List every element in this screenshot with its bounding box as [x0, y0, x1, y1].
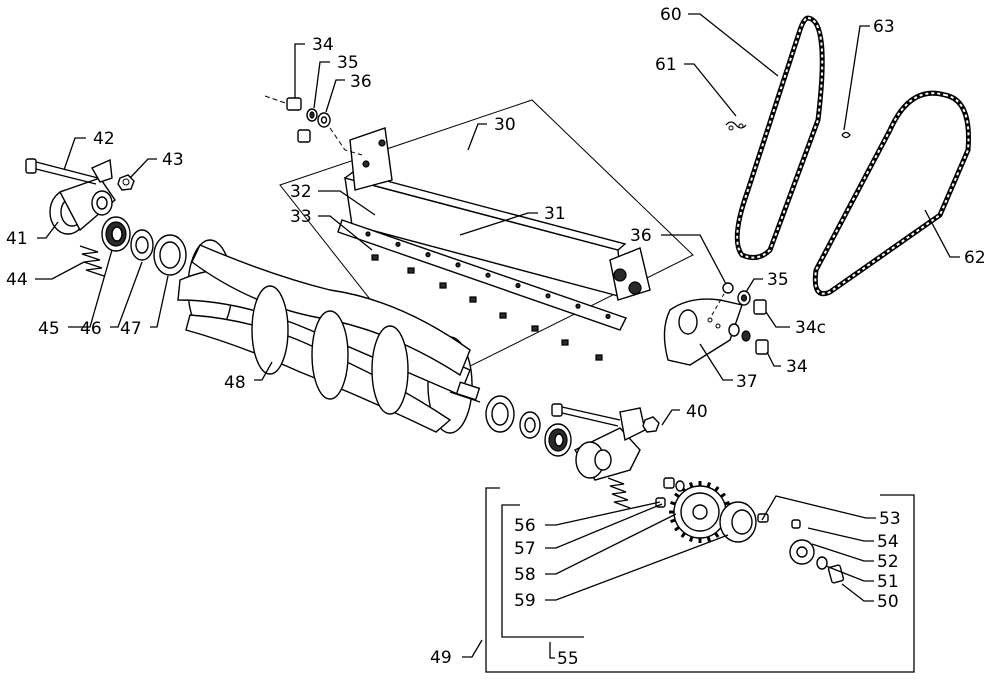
label-35-right: 35	[767, 270, 789, 290]
small-sprocket-52	[789, 519, 845, 584]
right-bearing-housing	[551, 403, 660, 481]
washer-46	[130, 229, 154, 261]
label-49: 49	[430, 648, 452, 668]
label-32: 32	[290, 182, 312, 202]
label-59: 59	[514, 591, 536, 611]
label-34c: 34c	[795, 318, 826, 338]
bedknife-bar	[343, 127, 651, 301]
label-36-top: 36	[350, 72, 372, 92]
sprocket-tooth	[706, 482, 712, 488]
label-34-right: 34	[786, 357, 808, 377]
blade-hole	[605, 313, 611, 319]
sprocket-58	[655, 477, 731, 543]
sprocket-tooth	[670, 518, 676, 524]
blade-screws	[371, 254, 603, 361]
sprocket-tooth	[714, 486, 720, 492]
hub-59	[719, 501, 769, 543]
blade-hole	[365, 231, 371, 237]
label-34-top: 34	[312, 35, 334, 55]
nut-43	[117, 174, 135, 191]
top-bolt-hardware	[264, 95, 363, 156]
label-33: 33	[290, 207, 312, 227]
label-43: 43	[162, 150, 184, 170]
sprocket-tooth	[674, 492, 680, 498]
blade-hole	[455, 262, 461, 268]
sprocket-tooth	[670, 500, 676, 506]
label-54: 54	[877, 532, 899, 552]
bolt-42	[25, 158, 99, 185]
label-30: 30	[494, 115, 516, 135]
right-spring	[607, 477, 631, 509]
label-40: 40	[686, 402, 708, 422]
label-51: 51	[877, 572, 899, 592]
blade-hole	[545, 293, 551, 299]
bedknife-blade	[337, 219, 627, 331]
sprocket-tooth	[720, 492, 726, 498]
label-48: 48	[224, 373, 246, 393]
label-47: 47	[120, 319, 142, 339]
label-57: 57	[514, 539, 536, 559]
blade-hole	[485, 272, 491, 278]
label-63: 63	[873, 17, 895, 37]
sprocket-tooth	[688, 536, 694, 542]
plate-hardware	[711, 282, 769, 355]
chain-60	[734, 15, 825, 261]
blade-hole	[515, 282, 521, 289]
sprocket-tooth	[674, 526, 680, 532]
label-45: 45	[38, 319, 60, 339]
label-46: 46	[80, 319, 102, 339]
label-53: 53	[879, 509, 901, 529]
spring-44	[79, 245, 105, 277]
right-washer	[519, 411, 541, 439]
drive-group-bracket	[485, 487, 915, 673]
left-bearing-housing	[49, 158, 116, 235]
blade-hole	[425, 252, 431, 258]
label-31: 31	[544, 204, 566, 224]
blade-hole	[395, 241, 401, 247]
seal-47	[153, 234, 187, 276]
side-plate-37	[663, 298, 743, 366]
label-55: 55	[557, 649, 579, 669]
label-58: 58	[514, 565, 536, 585]
label-44: 44	[6, 270, 28, 290]
label-41: 41	[6, 229, 28, 249]
blade-hole	[575, 303, 581, 309]
label-61: 61	[655, 55, 677, 75]
label-56: 56	[514, 516, 536, 536]
label-52: 52	[877, 552, 899, 572]
label-62: 62	[964, 248, 986, 268]
sprocket-tooth	[706, 536, 712, 542]
label-35-top: 35	[337, 53, 359, 73]
label-60: 60	[660, 5, 682, 25]
label-36-right: 36	[630, 226, 652, 246]
label-50: 50	[877, 592, 899, 612]
chain-link-61	[725, 121, 747, 131]
chain-clip-63	[841, 131, 851, 139]
sprocket-tooth	[688, 482, 694, 488]
cutting-reel	[177, 239, 481, 434]
part-labels: 34 35 36 30 32 33 31 42 43 41 44 45 46 4…	[6, 5, 986, 669]
bearing-45	[101, 216, 131, 252]
right-seal	[485, 395, 515, 433]
sprocket-tooth	[724, 500, 730, 506]
label-37: 37	[736, 372, 758, 392]
sprocket-tooth	[714, 532, 720, 538]
chain-62	[812, 90, 972, 297]
right-bearing	[544, 423, 572, 457]
sprocket-tooth	[680, 532, 686, 538]
label-42: 42	[93, 129, 115, 149]
leader-lines	[35, 13, 960, 659]
